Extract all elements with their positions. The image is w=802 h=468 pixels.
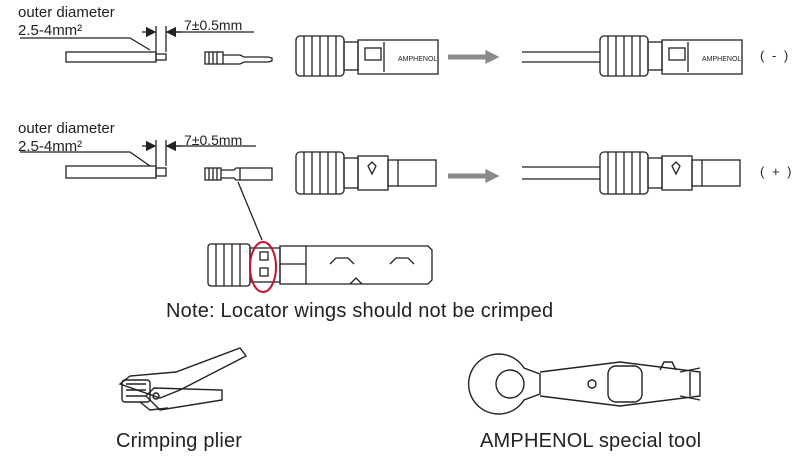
stripped-conductor <box>155 53 167 61</box>
diameter-leader-plus <box>20 151 151 167</box>
housing-brand-1: AMPHENOL <box>398 56 437 63</box>
cable-insulation-plus <box>65 165 157 179</box>
connector-housing-plus <box>295 151 437 195</box>
wrench-tool-icon <box>467 353 701 415</box>
special-tool-label: AMPHENOL special tool <box>480 430 702 452</box>
row-minus-diameter-label: outer diameter <box>18 4 115 21</box>
row-plus-diameter-label: outer diameter <box>18 120 115 137</box>
enlarged-socket-contact <box>207 243 433 287</box>
male-pin-contact <box>204 51 273 65</box>
zoom-leader <box>237 181 263 241</box>
female-socket-contact <box>204 167 273 181</box>
row-minus-strip-length: 7±0.5mm <box>184 17 243 33</box>
housing-brand-2: AMPHENOL <box>702 56 741 63</box>
row-minus <box>20 26 743 77</box>
locator-wings-highlight <box>249 241 277 293</box>
note-text: Note: Locator wings should not be crimpe… <box>166 300 554 322</box>
diameter-leader <box>20 37 151 51</box>
row-minus-polarity: ( - ) <box>760 48 791 63</box>
cable-insulation <box>65 51 157 63</box>
row-plus-polarity: ( + ) <box>760 164 794 179</box>
assembled-connector-minus <box>522 35 743 77</box>
row-plus <box>20 140 741 293</box>
crimping-plier-icon <box>118 347 248 411</box>
row-minus-diameter-value: 2.5-4mm² <box>18 22 83 39</box>
row-plus-strip-length: 7±0.5mm <box>184 132 243 148</box>
connector-housing-minus <box>295 35 439 77</box>
assembled-connector-plus <box>522 151 741 195</box>
crimping-plier-label: Crimping plier <box>116 430 243 452</box>
row-plus-diameter-value: 2.5-4mm² <box>18 138 83 155</box>
stripped-conductor-plus <box>155 167 167 177</box>
